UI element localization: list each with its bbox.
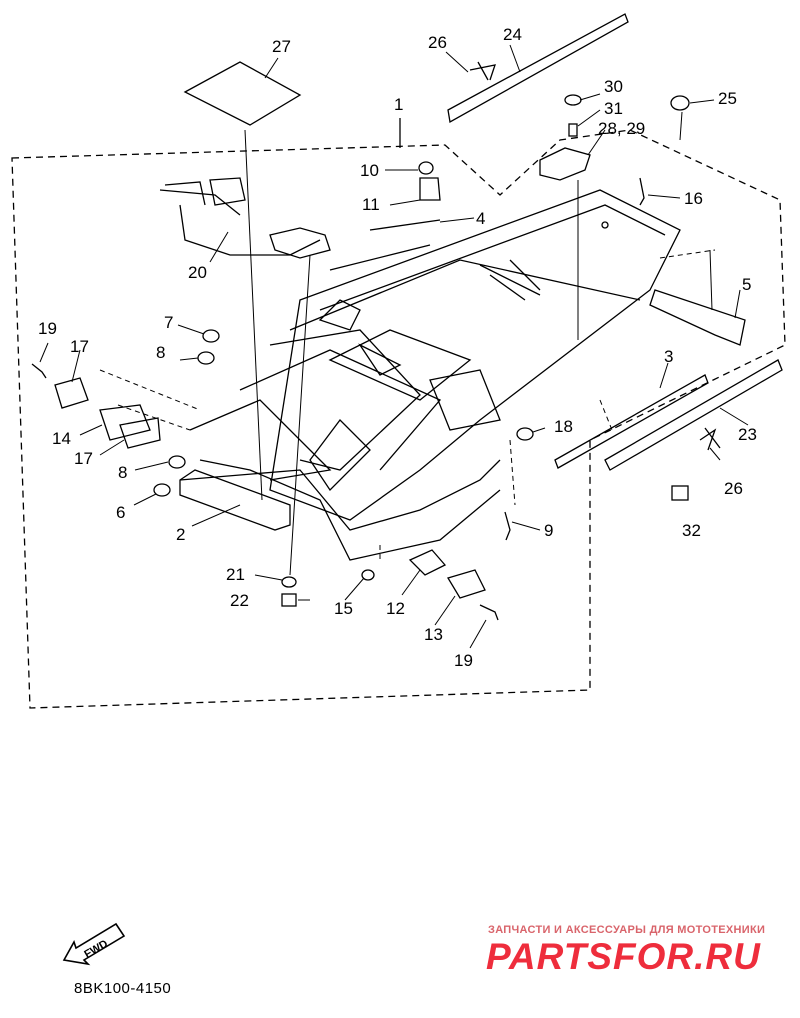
rivet-19a	[31, 363, 47, 379]
leader-lines	[39, 44, 749, 649]
watermark-logo: PARTSFOR.RU	[486, 936, 761, 977]
callout-18: 18	[554, 417, 573, 436]
callout-8a: 8	[156, 343, 165, 362]
clip-26a	[469, 61, 496, 81]
gasket-17b	[119, 417, 161, 449]
guide-lines	[99, 249, 716, 560]
rail-23	[604, 359, 783, 471]
callout-7: 7	[164, 313, 173, 332]
callout-13: 13	[424, 625, 443, 644]
grommet-15	[361, 569, 375, 581]
grommet-6	[153, 483, 171, 497]
callout-27: 27	[272, 37, 291, 56]
callout-19a: 19	[38, 319, 57, 338]
grommet-21	[281, 576, 297, 588]
callout-21: 21	[226, 565, 245, 584]
callout-10: 10	[360, 161, 379, 180]
callout-15: 15	[334, 599, 353, 618]
fwd-arrow-icon: FWD	[62, 922, 126, 966]
gasket-17a	[54, 377, 89, 409]
collar-31	[568, 123, 578, 137]
callout-26b: 26	[724, 479, 743, 498]
gasket-12	[408, 549, 447, 576]
callout-14: 14	[52, 429, 71, 448]
bolt-30	[564, 94, 582, 106]
clip-26b	[699, 427, 721, 451]
callout-26a: 26	[428, 33, 447, 52]
rail-3	[554, 374, 709, 469]
handle-bar	[159, 189, 321, 256]
rivet-16	[639, 177, 645, 206]
callout-17a: 17	[70, 337, 89, 356]
grommet-18	[516, 427, 534, 441]
grommet-8a	[197, 351, 215, 365]
callout-6: 6	[116, 503, 125, 522]
callout-12: 12	[386, 599, 405, 618]
nut-10	[418, 161, 434, 175]
block-28-29	[539, 147, 591, 181]
main-frame	[179, 189, 681, 561]
rivet-19b	[479, 604, 499, 621]
callout-4: 4	[476, 209, 485, 228]
bracket-11	[419, 177, 441, 201]
callout-17b: 17	[74, 449, 93, 468]
nut-32	[671, 485, 689, 501]
callout-8b: 8	[118, 463, 127, 482]
rivet-9	[504, 511, 511, 541]
callout-16: 16	[684, 189, 703, 208]
grommet-7	[202, 329, 220, 343]
callout-25: 25	[718, 89, 737, 108]
callout-23: 23	[738, 425, 757, 444]
nut-22	[281, 593, 297, 607]
sheet-27	[183, 61, 302, 126]
cap-25	[670, 95, 690, 111]
callout-5: 5	[742, 275, 751, 294]
callout-20: 20	[188, 263, 207, 282]
cover-13	[447, 569, 486, 599]
callout-28-29: 28, 29	[598, 119, 645, 138]
callout-2: 2	[176, 525, 185, 544]
callout-labels: 1 27 26 24 30 31 28, 29 25 10 11 4 16 20…	[38, 25, 757, 670]
callout-1: 1	[394, 95, 403, 114]
callout-31: 31	[604, 99, 623, 118]
front-plate	[179, 469, 291, 531]
callout-30: 30	[604, 77, 623, 96]
rear-bracket	[649, 289, 746, 346]
cover-14	[99, 404, 151, 441]
assembly-boundary	[11, 129, 786, 709]
grommet-8b	[168, 455, 186, 469]
callout-24: 24	[503, 25, 522, 44]
callout-3: 3	[664, 347, 673, 366]
strip-24	[447, 13, 629, 124]
watermark-subtitle: ЗАПЧАСТИ И АКСЕССУАРЫ ДЛЯ МОТОТЕХНИКИ	[488, 924, 766, 936]
callout-22: 22	[230, 591, 249, 610]
callout-19b: 19	[454, 651, 473, 670]
callout-9: 9	[544, 521, 553, 540]
callout-11: 11	[362, 195, 380, 214]
diagram-code: 8BK100-4150	[74, 980, 172, 997]
callout-32: 32	[682, 521, 701, 540]
